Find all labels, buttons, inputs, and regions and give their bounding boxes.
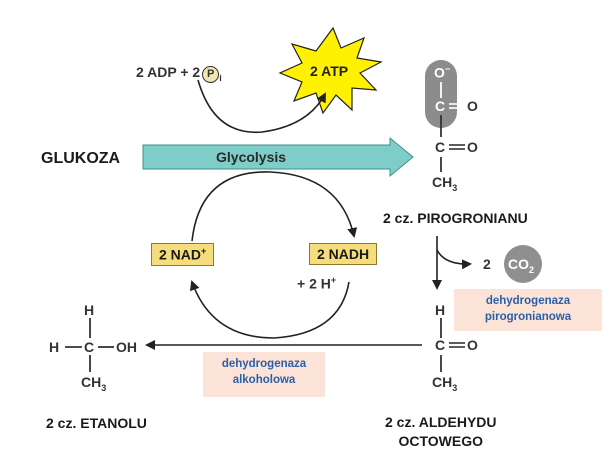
- pyruvate-o1: O: [467, 98, 478, 114]
- pyruvate-c1: C: [435, 98, 446, 114]
- acetaldehyde-ch3: CH3: [432, 374, 457, 393]
- pyruvate-ch3-sub: 3: [452, 182, 458, 193]
- atp-starburst: [278, 26, 383, 115]
- nad-text: 2 NAD: [159, 246, 202, 263]
- co2-text: CO: [508, 256, 529, 272]
- glycolysis-arrow: [142, 136, 414, 178]
- pyruvate-ch3-text: CH: [432, 174, 453, 190]
- ethanol-ch3-text: CH: [81, 374, 102, 390]
- nad-box: 2 NAD+: [151, 243, 215, 266]
- ethanol-label: 2 cz. ETANOLU: [46, 415, 147, 431]
- pyruvate-enzyme-line2: pirogronianowa: [484, 311, 572, 323]
- co2-sub: 2: [529, 264, 535, 275]
- acetaldehyde-label-line2: OCTOWEGO: [398, 433, 484, 449]
- co2-circle: [504, 245, 542, 283]
- nad-charge: +: [201, 246, 207, 256]
- acetaldehyde-label-line1: 2 cz. ALDEHYDU: [385, 414, 497, 430]
- ethanol-c: C: [84, 339, 95, 355]
- acetaldehyde-o: O: [467, 337, 478, 353]
- co2-release-arrow: [436, 249, 472, 270]
- atp-label: 2 ATP: [310, 63, 349, 79]
- acetaldehyde-h: H: [435, 302, 446, 318]
- h-plus-charge: +: [330, 275, 337, 285]
- ethanol-h-top: H: [84, 302, 95, 318]
- pyruvate-o-minus-atom: O: [434, 64, 445, 81]
- nad-regeneration-arrow: [189, 280, 350, 339]
- h-plus-text: + 2 H: [297, 275, 331, 292]
- acetaldehyde-ch3-text: CH: [432, 374, 453, 390]
- co2-prefix: 2: [483, 256, 491, 272]
- h-plus-label: + 2 H+: [297, 275, 336, 292]
- pyruvate-o2: O: [467, 139, 478, 155]
- alcohol-enzyme-line2: alkoholowa: [232, 374, 296, 386]
- co2-formula: CO2: [508, 256, 534, 275]
- pyruvate-enzyme-label: dehydrogenaza pirogronianowa: [454, 289, 602, 331]
- pyruvate-o-minus-charge: −: [444, 64, 451, 74]
- acetaldehyde-c: C: [435, 337, 446, 353]
- nadh-text: 2 NADH: [317, 246, 370, 262]
- alcohol-enzyme-line1: dehydrogenaza: [221, 358, 307, 370]
- nadh-formation-arrow: [191, 171, 358, 242]
- ethanol-oh: OH: [116, 339, 137, 355]
- ethanol-h-left: H: [49, 339, 60, 355]
- glucose-label: GLUKOZA: [41, 150, 121, 167]
- pyruvate-o-minus: O−: [434, 64, 450, 81]
- pyruvate-label: 2 cz. PIROGRONIANU: [383, 210, 528, 226]
- alcohol-enzyme-label: dehydrogenaza alkoholowa: [203, 352, 325, 397]
- ethanol-ch3-sub: 3: [101, 382, 107, 393]
- pyruvate-c2: C: [435, 139, 446, 155]
- pyruvate-enzyme-line1: dehydrogenaza: [485, 295, 571, 307]
- acetaldehyde-ch3-sub: 3: [452, 382, 458, 393]
- glycolysis-label: Glycolysis: [216, 149, 287, 165]
- ethanol-ch3: CH3: [81, 374, 106, 393]
- phosphate-symbol: P: [202, 66, 220, 83]
- phosphate-subscript: i: [219, 72, 222, 83]
- pyruvate-ch3: CH3: [432, 174, 457, 193]
- adp-to-atp-arrow: [197, 79, 326, 133]
- nadh-box: 2 NADH: [309, 243, 378, 265]
- acetaldehyde-label: 2 cz. ALDEHYDU OCTOWEGO: [385, 413, 497, 451]
- adp-text: 2 ADP + 2: [136, 64, 201, 80]
